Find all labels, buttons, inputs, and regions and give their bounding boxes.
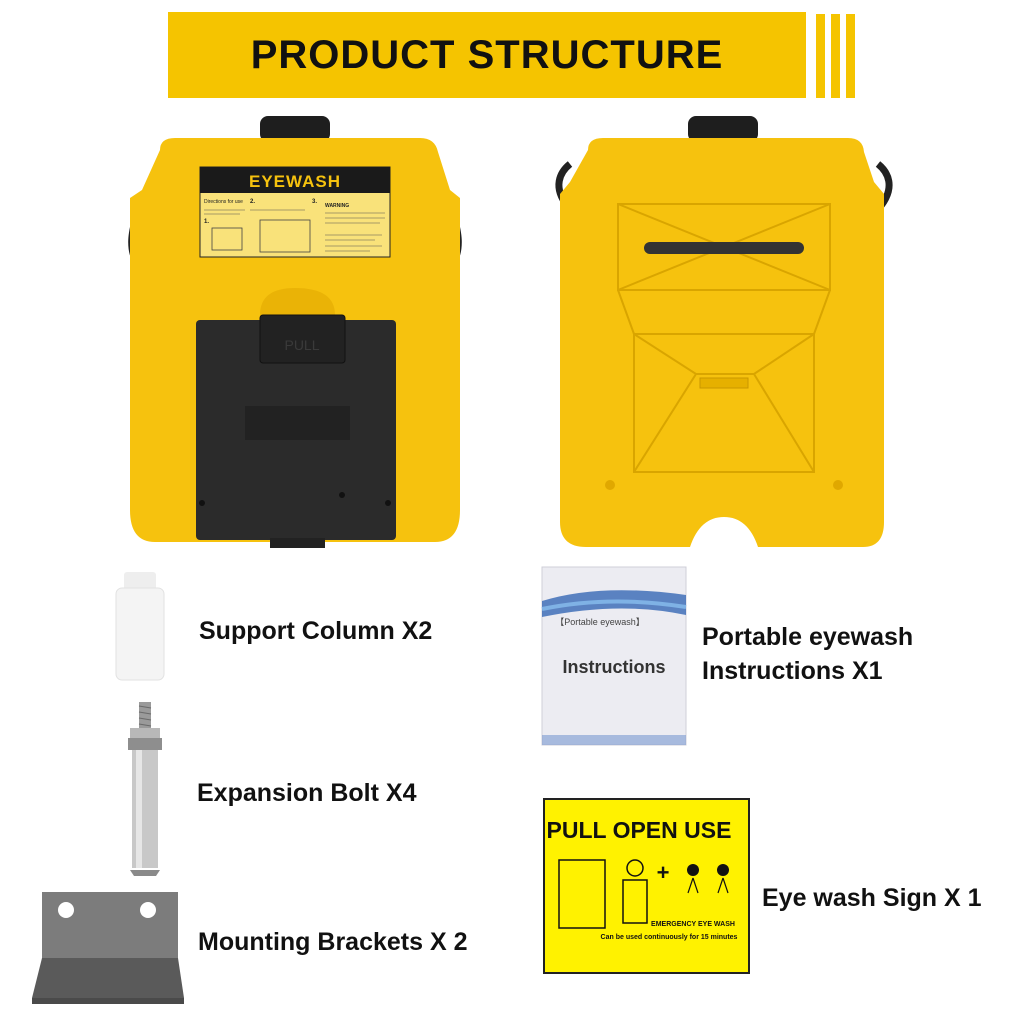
mounting-bracket-image [32, 892, 184, 1004]
support-column-label: Support Column X2 [199, 617, 433, 645]
title-banner: PRODUCT STRUCTURE [168, 12, 806, 98]
manual-title: Instructions [562, 657, 665, 677]
manual-subtitle: 【Portable eyewash】 [555, 617, 645, 627]
eyewash-label-title: EYEWASH [249, 172, 341, 191]
instructions-label: Portable eyewash Instructions X1 [702, 620, 913, 688]
eyewash-tank-front: EYEWASH Directions for use WARNING 1. 2.… [128, 116, 462, 548]
label-line: WARNING [325, 203, 349, 209]
expansion-bolt-label: Expansion Bolt X4 [197, 779, 417, 807]
label-line: Directions for use [204, 199, 243, 205]
mounting-brackets-label: Mounting Brackets X 2 [198, 928, 468, 956]
banner-stripe [831, 14, 840, 98]
eye-wash-sign-label: Eye wash Sign X 1 [762, 884, 982, 912]
instructions-label-line2: Instructions X1 [702, 657, 883, 685]
eyewash-tank-back [555, 116, 893, 547]
sign-heading: PULL OPEN USE [547, 817, 732, 843]
instructions-manual-image: 【Portable eyewash】 Instructions [541, 566, 687, 746]
support-column-image [115, 572, 165, 681]
door-pull-text: PULL [284, 337, 319, 353]
banner-title: PRODUCT STRUCTURE [250, 32, 724, 77]
label-line: 3. [312, 199, 317, 205]
plus-icon: + [657, 860, 670, 885]
sign-caption2: Can be used continuously for 15 minutes [601, 934, 738, 941]
eye-wash-sign-image: PULL OPEN USE + EMERGENCY EYE WASH Can b… [543, 798, 750, 974]
label-line: 1. [204, 219, 209, 225]
banner-stripe [816, 14, 825, 98]
label-line: 2. [250, 199, 255, 205]
instructions-label-line1: Portable eyewash [702, 623, 914, 651]
sign-caption1: EMERGENCY EYE WASH [651, 921, 735, 928]
banner-stripe [846, 14, 855, 98]
expansion-bolt-image [128, 702, 162, 876]
